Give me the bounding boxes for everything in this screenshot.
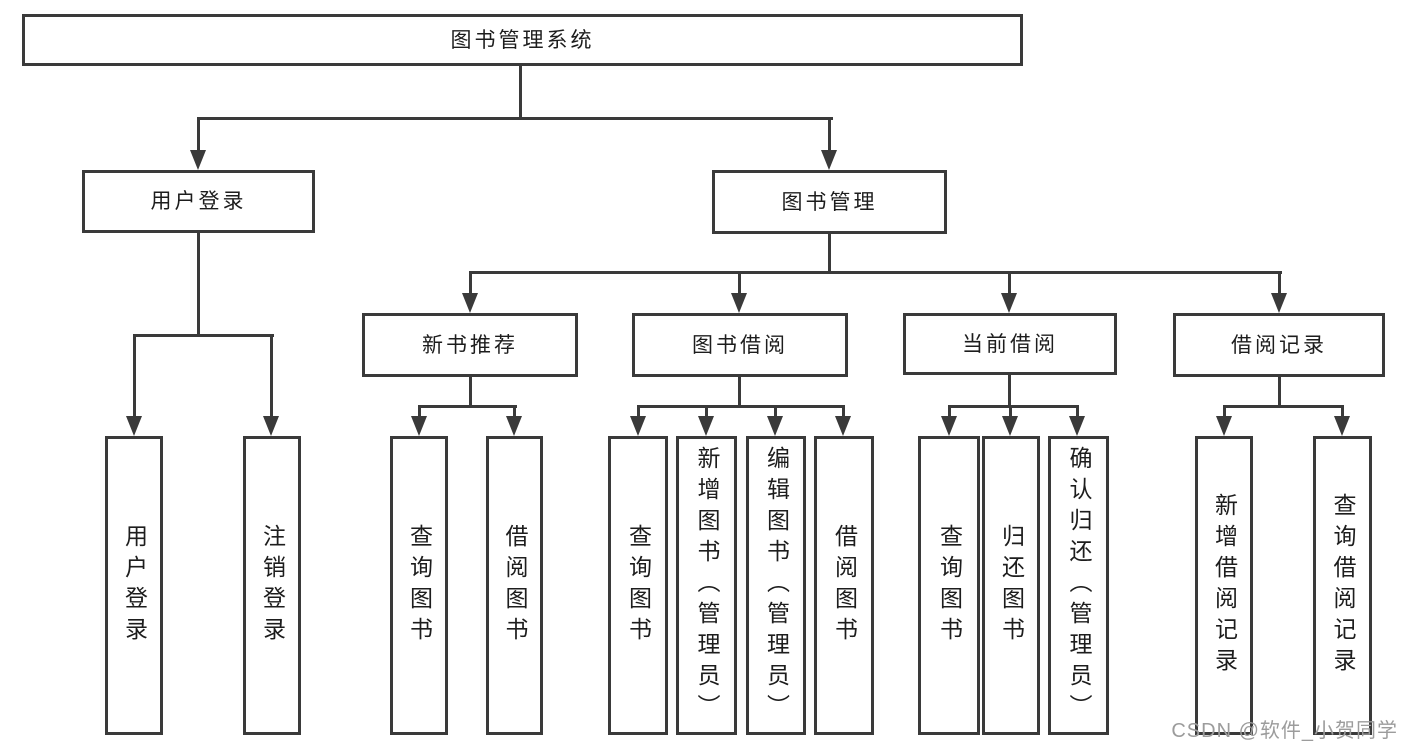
connector-user-login-branch xyxy=(133,334,274,337)
node-label: 用户登录 xyxy=(121,523,148,648)
node-library-management-system: 图书管理系统 xyxy=(22,14,1023,66)
leaf-edit-books-admin: 编辑图书（管理员） xyxy=(746,436,806,735)
leaf-borrow-books: 借阅图书 xyxy=(814,436,874,735)
leaf-add-borrow-record: 新增借阅记录 xyxy=(1195,436,1253,735)
connector-drop-leaf xyxy=(418,405,421,419)
arrow-down-icon xyxy=(1069,416,1085,436)
arrow-down-icon xyxy=(698,416,714,436)
connector-drop-group xyxy=(1278,271,1281,296)
arrow-down-icon xyxy=(126,416,142,436)
node-label: 新书推荐 xyxy=(422,333,518,357)
node-borrow-records: 借阅记录 xyxy=(1173,313,1385,377)
connector-drop-leaf xyxy=(1341,405,1344,419)
leaf-query-books: 查询图书 xyxy=(608,436,668,735)
node-label: 查询图书 xyxy=(936,523,963,648)
leaf-query-borrow-record: 查询借阅记录 xyxy=(1313,436,1372,735)
node-label: 图书管理 xyxy=(781,190,878,214)
connector-group-stem xyxy=(469,375,472,408)
node-label: 借阅图书 xyxy=(831,523,858,648)
connector-drop-leaf xyxy=(948,405,951,419)
connector-group-stem xyxy=(738,375,741,408)
node-label: 当前借阅 xyxy=(962,332,1058,356)
connector-drop-leaf xyxy=(637,405,640,419)
connector-drop-leaf xyxy=(513,405,516,419)
leaf-borrow-books: 借阅图书 xyxy=(486,436,543,735)
connector-root-stem xyxy=(519,64,522,119)
node-label: 借阅图书 xyxy=(502,523,528,648)
node-label: 编辑图书（管理员） xyxy=(763,446,790,725)
node-book-management: 图书管理 xyxy=(712,170,947,234)
connector-drop-leaf xyxy=(1076,405,1079,419)
node-label: 新增借阅记录 xyxy=(1211,492,1238,679)
connector-drop-group xyxy=(469,271,472,296)
connector-drop-group xyxy=(738,271,741,296)
connector-drop-book-management xyxy=(828,117,831,153)
connector-user-login-stem xyxy=(197,231,200,336)
connector-level3-branch xyxy=(469,271,1282,274)
connector-drop-leaf xyxy=(842,405,845,419)
node-new-book-recommend: 新书推荐 xyxy=(362,313,578,377)
connector-group-stem xyxy=(1278,375,1281,408)
node-label: 确认归还（管理员） xyxy=(1066,446,1092,725)
leaf-query-books: 查询图书 xyxy=(390,436,448,735)
node-label: 图书管理系统 xyxy=(450,28,595,52)
arrow-down-icon xyxy=(821,150,837,170)
node-label: 归还图书 xyxy=(998,523,1025,648)
node-label: 查询图书 xyxy=(406,523,433,648)
arrow-down-icon xyxy=(835,416,851,436)
leaf-user-login: 用户登录 xyxy=(105,436,163,735)
node-label: 新增图书（管理员） xyxy=(694,446,720,725)
node-current-borrow: 当前借阅 xyxy=(903,313,1117,375)
connector-level1-branch xyxy=(197,117,833,120)
arrow-down-icon xyxy=(731,293,747,313)
connector-drop-group xyxy=(1008,271,1011,296)
leaf-confirm-return-admin: 确认归还（管理员） xyxy=(1048,436,1109,735)
arrow-down-icon xyxy=(1216,416,1232,436)
connector-drop-leaf xyxy=(774,405,777,419)
arrow-down-icon xyxy=(767,416,783,436)
connector-group-branch xyxy=(418,405,517,408)
node-label: 图书借阅 xyxy=(692,333,788,357)
connector-group-branch xyxy=(637,405,845,408)
node-label: 查询图书 xyxy=(625,523,652,648)
arrow-down-icon xyxy=(506,416,522,436)
arrow-down-icon xyxy=(1002,416,1018,436)
arrow-down-icon xyxy=(941,416,957,436)
connector-drop-user-login xyxy=(197,117,200,153)
connector-drop-leaf xyxy=(133,334,136,418)
csdn-watermark: CSDN @软件_小贺同学 xyxy=(1171,720,1398,742)
node-label: 用户登录 xyxy=(150,190,247,213)
arrow-down-icon xyxy=(462,293,478,313)
node-user-login: 用户登录 xyxy=(82,170,315,233)
node-book-borrow: 图书借阅 xyxy=(632,313,848,377)
connector-book-management-stem xyxy=(828,232,831,274)
node-label: 查询借阅记录 xyxy=(1330,492,1356,679)
node-label: 注销登录 xyxy=(259,523,286,648)
connector-drop-leaf xyxy=(705,405,708,419)
leaf-logout: 注销登录 xyxy=(243,436,301,735)
arrow-down-icon xyxy=(1334,416,1350,436)
arrow-down-icon xyxy=(411,416,427,436)
connector-drop-leaf xyxy=(1223,405,1226,419)
leaf-query-books: 查询图书 xyxy=(918,436,980,735)
arrow-down-icon xyxy=(263,416,279,436)
arrow-down-icon xyxy=(1001,293,1017,313)
connector-group-stem xyxy=(1008,373,1011,408)
arrow-down-icon xyxy=(190,150,206,170)
leaf-add-books-admin: 新增图书（管理员） xyxy=(676,436,737,735)
connector-group-branch xyxy=(948,405,1079,408)
connector-group-branch xyxy=(1223,405,1344,408)
arrow-down-icon xyxy=(630,416,646,436)
arrow-down-icon xyxy=(1271,293,1287,313)
connector-drop-leaf xyxy=(270,334,273,418)
connector-drop-leaf xyxy=(1009,405,1012,419)
leaf-return-books: 归还图书 xyxy=(982,436,1040,735)
node-label: 借阅记录 xyxy=(1231,333,1327,357)
